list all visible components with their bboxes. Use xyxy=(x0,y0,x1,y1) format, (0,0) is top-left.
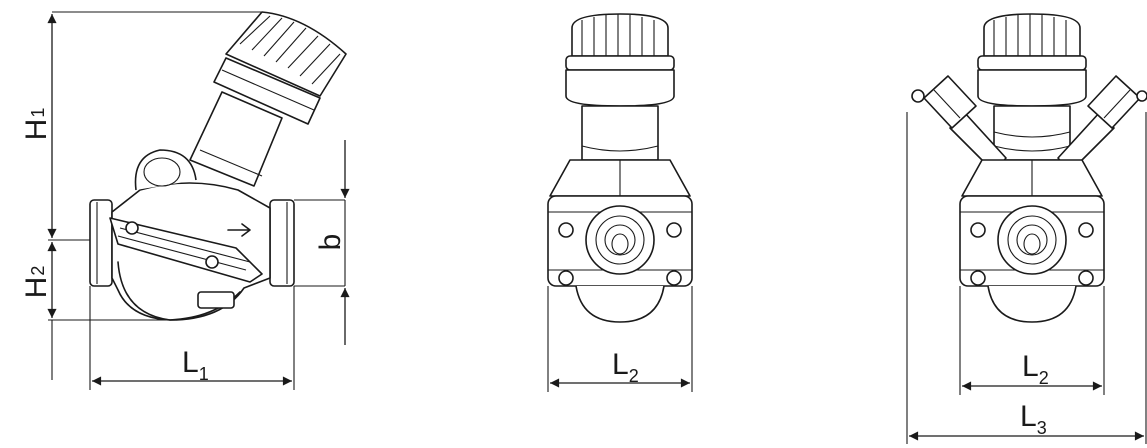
front-bolt-top-left xyxy=(558,222,574,238)
label-b: b xyxy=(314,234,347,251)
left-pipe-flange xyxy=(89,199,113,287)
front-bolt-top-right xyxy=(666,222,682,238)
ports-lower-bowl xyxy=(987,285,1077,323)
side-handwheel xyxy=(225,11,347,97)
front-lower-bowl xyxy=(575,285,665,323)
side-stem-ring xyxy=(213,57,321,125)
front-view-valve xyxy=(547,13,693,323)
label-l2-front: L2 xyxy=(612,348,639,386)
ports-view-dimensions xyxy=(906,112,1147,444)
side-body-flange xyxy=(109,217,263,283)
ports-bolt-bottom-left xyxy=(970,270,986,286)
label-h1: H1 xyxy=(20,108,53,141)
side-bolt-1 xyxy=(125,221,139,235)
right-pipe-flange xyxy=(269,199,295,287)
label-l2-ports: L2 xyxy=(1022,350,1049,388)
front-stem xyxy=(581,105,659,161)
front-view-dimensions xyxy=(547,286,693,392)
side-angled-stem xyxy=(189,91,283,187)
ports-right-test-port xyxy=(1057,75,1147,173)
ports-bolt-bottom-right xyxy=(1078,270,1094,286)
side-bottom-stub xyxy=(197,291,235,309)
label-l1: L1 xyxy=(182,346,209,384)
side-view-valve xyxy=(89,11,347,321)
ports-view-valve xyxy=(911,13,1147,323)
front-neck-ring xyxy=(565,55,675,71)
ports-stem xyxy=(993,105,1071,161)
ports-left-test-port xyxy=(911,75,1007,173)
ports-bonnet xyxy=(977,69,1087,107)
ports-handwheel xyxy=(983,13,1081,57)
front-handwheel xyxy=(571,13,669,57)
front-bolt-bottom-left xyxy=(558,270,574,286)
flow-arrow-icon xyxy=(227,223,251,237)
ports-bolt-top-right xyxy=(1078,222,1094,238)
label-l3: L3 xyxy=(1020,400,1047,438)
side-dome xyxy=(134,149,197,191)
ports-neck-ring xyxy=(977,55,1087,71)
side-view-dimensions xyxy=(47,11,350,390)
label-h2: H2 xyxy=(20,266,53,299)
ports-bolt-top-left xyxy=(970,222,986,238)
front-bonnet xyxy=(565,69,675,107)
side-bolt-2 xyxy=(205,255,219,269)
front-bolt-bottom-right xyxy=(666,270,682,286)
